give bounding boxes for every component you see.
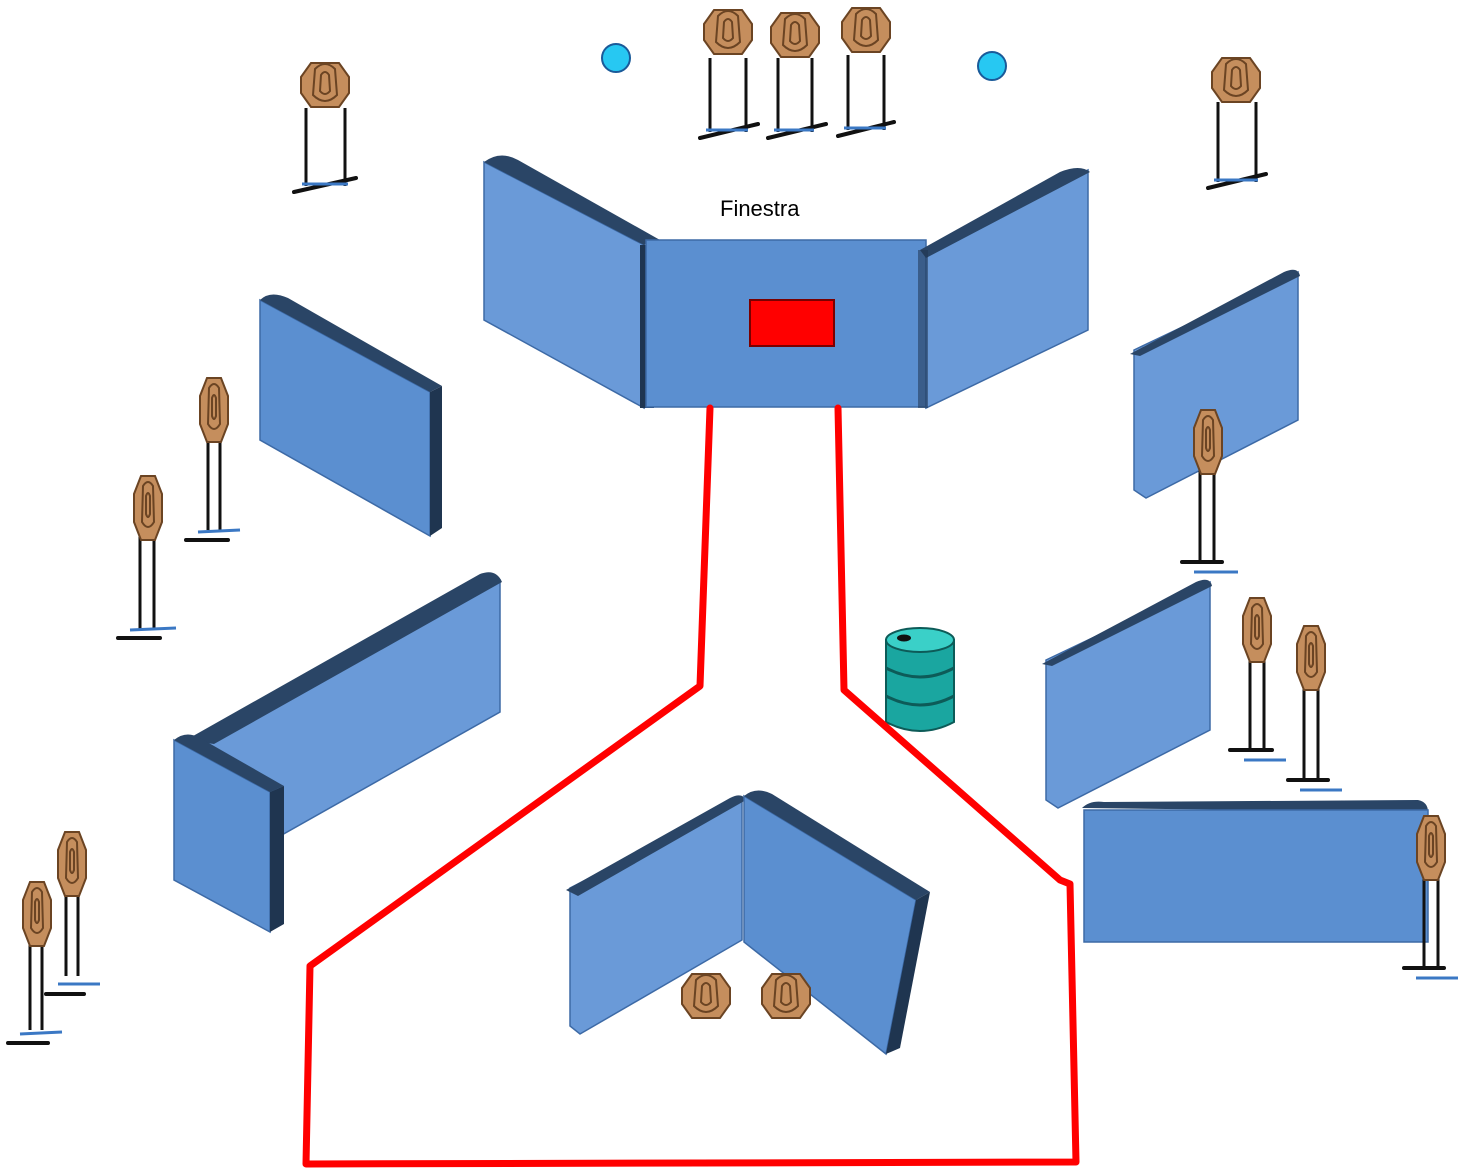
barrel-icon	[885, 627, 955, 732]
target-left-2	[116, 475, 177, 640]
target-top-1	[698, 9, 760, 140]
wall-center-v	[566, 790, 930, 1056]
target-top-2	[766, 12, 828, 140]
target-left-3	[44, 831, 100, 996]
target-right-3	[1286, 625, 1342, 792]
popper-right	[977, 51, 1007, 81]
target-right-2	[1228, 597, 1286, 762]
target-right-4	[1402, 815, 1458, 980]
target-center-left	[681, 973, 731, 1019]
window-port	[749, 299, 835, 347]
wall-left-upper	[259, 294, 442, 538]
popper-left	[601, 43, 631, 73]
wall-right-middle	[1042, 579, 1212, 809]
target-upper-left	[292, 62, 358, 194]
target-center-right	[761, 973, 811, 1019]
wall-right-bottom	[1082, 800, 1429, 943]
wall-left-long	[173, 572, 502, 934]
target-left-1	[184, 377, 241, 542]
target-top-3	[836, 7, 896, 138]
target-upper-right	[1206, 57, 1268, 190]
window-label: Finestra	[720, 196, 800, 221]
fault-line	[302, 404, 1080, 1168]
target-left-4	[6, 881, 63, 1045]
wall-right-upper	[1130, 269, 1300, 499]
window-wall-group	[483, 155, 1090, 410]
target-right-1	[1180, 409, 1238, 574]
